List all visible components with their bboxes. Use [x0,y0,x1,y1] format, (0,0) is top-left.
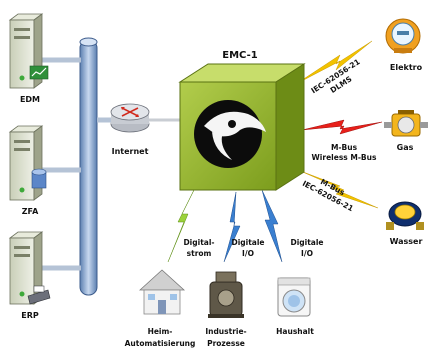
server-connectors [42,57,81,271]
house-icon [138,269,186,315]
link-label-gas: M-Bus Wireless M-Bus [312,143,377,162]
bolt-gas [301,119,383,135]
bolt-digitale-io-1 [223,191,241,263]
device-label-industrie-line2: Prozesse [207,339,245,348]
emc-device-box [178,63,306,191]
server-chart-icon [29,65,49,80]
bolt-elektro [295,40,373,85]
bolt-digitalstrom [167,187,196,263]
server-database-icon [31,168,47,189]
device-label-industrie-line1: Industrie- [205,327,246,336]
network-backbone-pipe [79,37,98,296]
device-label-heim-line1: Heim- [148,327,173,336]
server-edm [8,13,49,89]
link-label-gas-line2: Wireless M-Bus [312,153,377,162]
emc-title: EMC-1 [222,50,258,61]
link-label-io2-line1: Digitale [290,238,323,247]
link-label-elektro: IEC-62056-21 DLMS [309,57,361,95]
link-label-digitalstrom-line1: Digital- [183,238,214,247]
link-label-digitalstrom-line2: strom [187,249,212,258]
server-printer-icon [27,285,51,305]
bolt-digitale-io-2 [261,189,283,263]
server-zfa [8,125,47,201]
server-label-edm: EDM [20,95,40,104]
industrial-machine-icon [208,271,244,318]
router-icon [110,103,150,133]
electricity-meter-icon [385,18,421,54]
server-label-zfa: ZFA [22,207,39,216]
link-label-gas-line1: M-Bus [331,143,358,152]
meter-label-gas: Gas [397,143,414,152]
device-label-heim-line2: Automatisierung [125,339,196,348]
meter-label-elektro: Elektro [390,63,423,72]
link-label-io2-line2: I/O [301,249,313,258]
link-label-wasser: M-Bus IEC-62056-21 [301,177,355,213]
meter-label-wasser: Wasser [390,237,423,246]
device-label-haushalt: Haushalt [276,327,314,336]
water-meter-icon [386,201,424,230]
link-label-io1-line1: Digitale [231,238,264,247]
server-label-erp: ERP [21,311,39,320]
server-erp [8,231,51,305]
internet-label: Internet [112,147,149,156]
washing-machine-icon [277,277,311,317]
link-label-io1-line2: I/O [242,249,254,258]
bolt-wasser [297,169,379,209]
gas-meter-icon [384,110,428,137]
bird-logo-icon [194,100,266,168]
